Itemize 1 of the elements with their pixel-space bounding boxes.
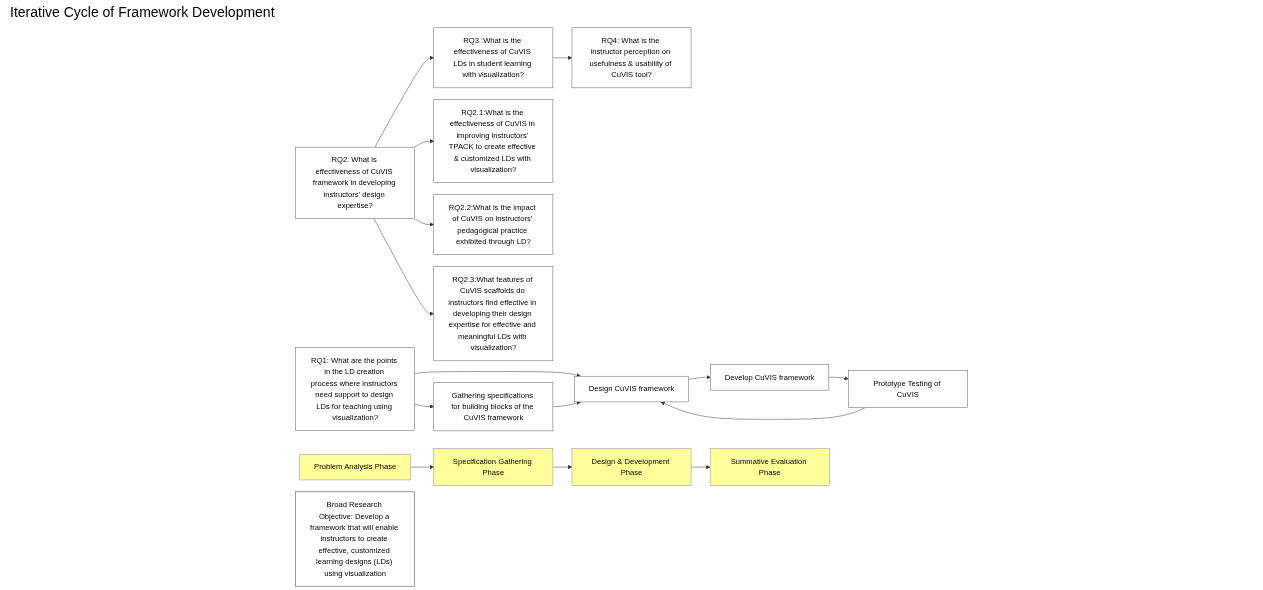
note-text: Iterative Cycle of Framework Development bbox=[10, 4, 275, 20]
